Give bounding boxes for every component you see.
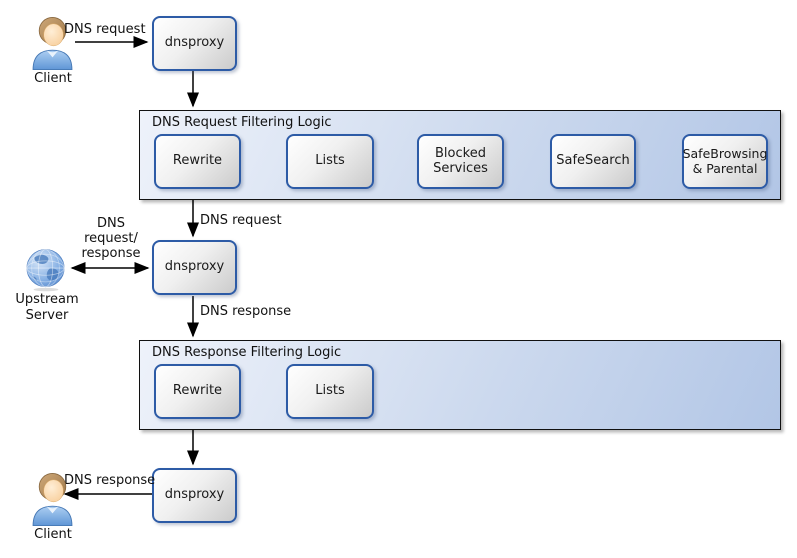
edge-label-proxy-response: DNS response — [200, 304, 292, 319]
request-filtering-title: DNS Request Filtering Logic — [152, 115, 332, 130]
upstream-server-label: Upstream Server — [15, 292, 79, 323]
edge-label-upstream-exchange: DNS request/ response — [81, 216, 141, 261]
step-safesearch: SafeSearch — [550, 134, 636, 189]
step-blocked-services: Blocked Services — [417, 134, 504, 189]
client-bottom-label: Client — [34, 527, 72, 542]
step-lists-request: Lists — [286, 134, 374, 189]
node-dnsproxy-middle: dnsproxy — [152, 240, 237, 295]
person-icon — [30, 16, 75, 71]
client-top-label: Client — [34, 71, 72, 86]
step-rewrite-response: Rewrite — [154, 364, 241, 419]
step-rewrite-request: Rewrite — [154, 134, 241, 189]
step-lists-response: Lists — [286, 364, 374, 419]
person-icon — [30, 472, 75, 527]
response-filtering-title: DNS Response Filtering Logic — [152, 345, 342, 360]
step-safebrowsing-parental: SafeBrowsing & Parental — [682, 134, 768, 189]
request-filtering-container: DNS Request Filtering Logic Rewrite List… — [139, 110, 781, 200]
node-dnsproxy-bottom: dnsproxy — [152, 468, 237, 523]
globe-icon — [25, 247, 67, 292]
edge-label-client-response: DNS response — [64, 473, 156, 488]
edge-label-filtered-request: DNS request — [200, 213, 282, 228]
node-dnsproxy-top: dnsproxy — [152, 16, 237, 71]
edge-label-client-request: DNS request — [64, 22, 146, 37]
response-filtering-container: DNS Response Filtering Logic Rewrite Lis… — [139, 340, 781, 430]
